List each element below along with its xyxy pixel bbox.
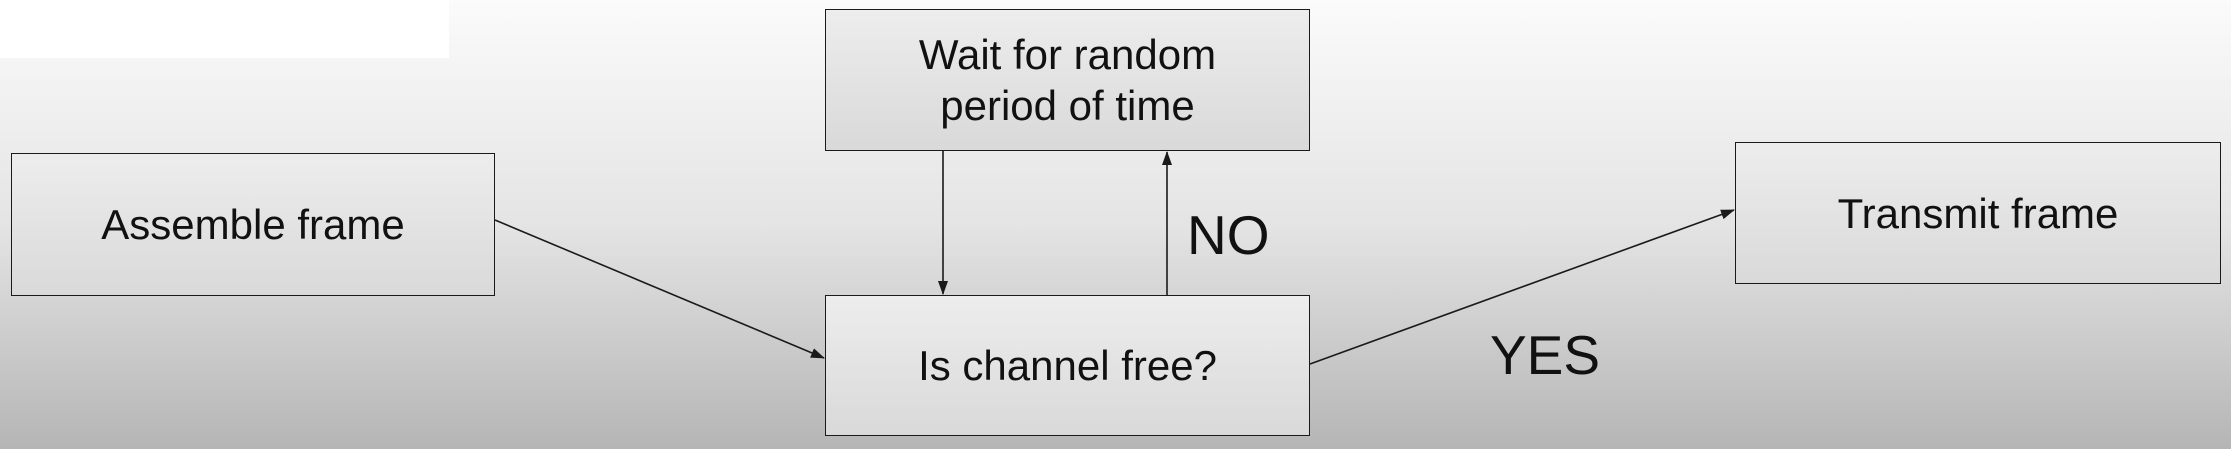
node-transmit-frame: Transmit frame xyxy=(1735,142,2221,284)
blank-area xyxy=(0,0,449,58)
edge-label-no: NO xyxy=(1187,204,1270,266)
arrow-check-to-transmit xyxy=(1309,209,1735,365)
arrow-assemble-to-check xyxy=(494,219,825,359)
node-is-channel-free: Is channel free? xyxy=(825,295,1310,436)
node-wait-label-line1: Wait for random xyxy=(918,31,1217,78)
node-assemble-frame-label: Assemble frame xyxy=(101,201,405,248)
node-wait-random-period: Wait for random period of time xyxy=(825,9,1310,151)
node-assemble-frame: Assemble frame xyxy=(11,153,495,296)
node-transmit-frame-label: Transmit frame xyxy=(1837,189,2119,237)
node-wait-label-line2: period of time xyxy=(940,82,1195,129)
edge-label-yes: YES xyxy=(1490,324,1601,386)
node-is-channel-free-label: Is channel free? xyxy=(918,342,1217,389)
